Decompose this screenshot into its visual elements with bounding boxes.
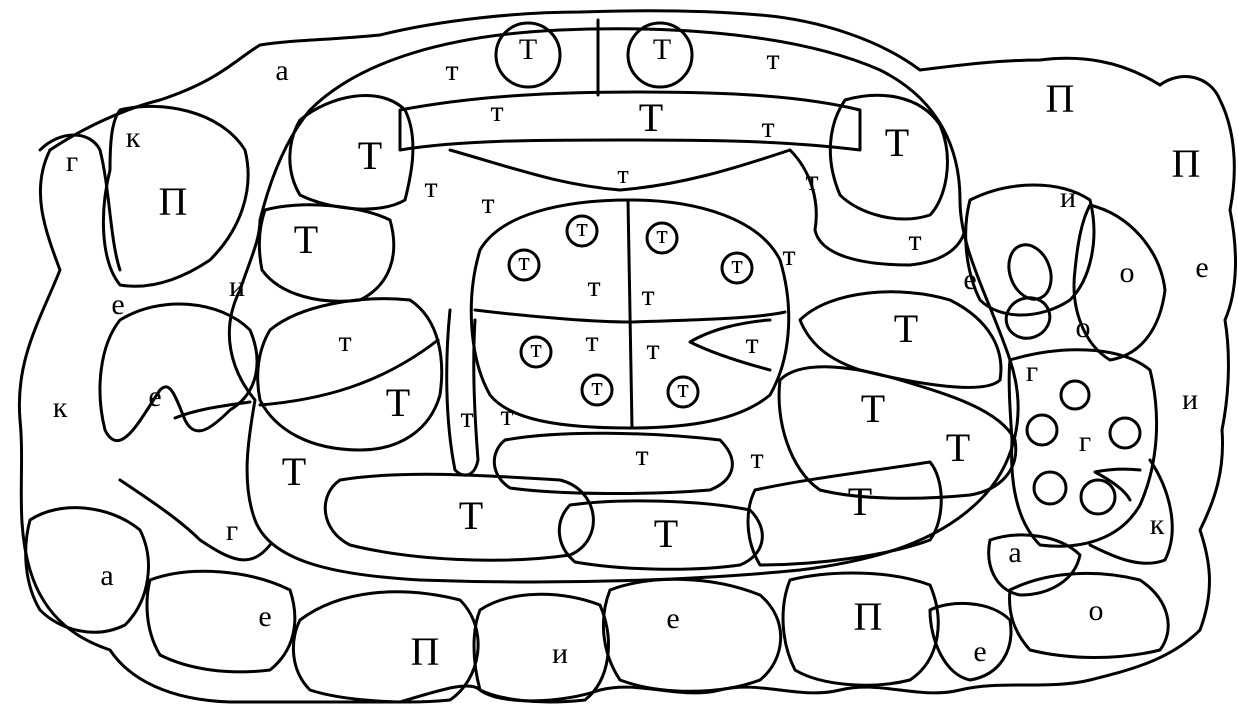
label-t-r3: т xyxy=(908,224,921,257)
label-g-left: г xyxy=(66,145,78,178)
label-a-lower-right: а xyxy=(1008,536,1021,569)
label-o-mid-right: о xyxy=(1076,311,1091,344)
label-tp2: т xyxy=(641,279,654,312)
label-tt1: т xyxy=(460,401,473,434)
left-spine xyxy=(447,310,478,475)
label-e-inner-left: е xyxy=(148,380,161,413)
label-e-left-1: е xyxy=(111,288,124,321)
label-t-r1: т xyxy=(805,164,818,197)
label-T-right-mid: Т xyxy=(861,386,885,431)
ring-circle-4 xyxy=(1034,472,1066,504)
label-T-band: Т xyxy=(639,95,663,140)
label-t-l2: т xyxy=(481,187,494,220)
label-i-bottom: и xyxy=(552,637,568,670)
label-T-right-low: Т xyxy=(946,425,970,470)
label-tc7: т xyxy=(677,374,688,403)
label-i-right: и xyxy=(1060,181,1076,214)
label-t-l1: т xyxy=(424,171,437,204)
label-T-lower-left: Т xyxy=(282,449,306,494)
label-t-center-top: т xyxy=(617,160,628,189)
label-i-left: и xyxy=(229,270,245,303)
label-tp5: т xyxy=(745,327,758,360)
outer-loop-bottom xyxy=(400,630,1200,702)
label-tp3: т xyxy=(585,325,598,358)
label-e-far-right: е xyxy=(1195,251,1208,284)
label-T-left-upper: Т xyxy=(358,133,382,178)
lower-bar xyxy=(494,433,732,493)
label-T-lower-right: Т xyxy=(848,479,872,524)
label-t-top-2: т xyxy=(766,43,779,76)
top-band xyxy=(400,92,860,150)
label-T-lower-mid: Т xyxy=(459,493,483,538)
left-e-lobe xyxy=(100,304,257,441)
label-g-lower-left: г xyxy=(226,514,238,547)
bottom-e-left xyxy=(147,571,295,672)
label-o-right: о xyxy=(1120,256,1135,289)
left-e-hook xyxy=(175,402,250,418)
label-tc1: т xyxy=(576,213,587,242)
label-k-lower-right: к xyxy=(1150,508,1165,541)
bottom-p-lobe xyxy=(293,592,478,702)
label-g-mid-right: г xyxy=(1026,355,1038,388)
label-a-top: а xyxy=(275,54,288,87)
region-outlines xyxy=(26,20,1173,702)
bottom-i-lobe xyxy=(474,594,608,702)
ring-circle-3 xyxy=(1110,418,1140,448)
left-lower-lobe xyxy=(259,205,393,301)
label-o-bottom: о xyxy=(1089,594,1104,627)
label-tc3: т xyxy=(518,247,529,276)
outer-loop-top xyxy=(50,11,1160,150)
label-T-lower-center: Т xyxy=(654,511,678,556)
label-g-circles: г xyxy=(1079,425,1091,458)
label-a-lower-left: а xyxy=(100,559,113,592)
label-T-circle-2: Т xyxy=(653,33,671,66)
label-e-bottom-3: е xyxy=(973,635,986,668)
left-a-lobe xyxy=(26,508,149,633)
label-tc2: т xyxy=(656,220,667,249)
label-P-left: П xyxy=(159,179,188,224)
right-a-lobe xyxy=(989,535,1080,595)
ring-circle-1 xyxy=(1061,381,1089,409)
label-k-left: к xyxy=(126,121,141,154)
label-t-r2: т xyxy=(782,239,795,272)
right-circles-hook xyxy=(1095,469,1140,500)
label-tc5: т xyxy=(530,334,541,363)
label-k-far-left: к xyxy=(53,391,68,424)
label-t-lower-bar: т xyxy=(635,439,648,472)
label-t-band-1: т xyxy=(490,95,503,128)
label-tp1: т xyxy=(587,270,600,303)
label-t-top-1: т xyxy=(445,54,458,87)
right-e-coil-1 xyxy=(1002,239,1059,305)
label-tc6: т xyxy=(591,372,602,401)
label-T-left-lower: Т xyxy=(294,217,318,262)
label-e-bottom-2: е xyxy=(666,602,679,635)
label-P-top-right: П xyxy=(1046,76,1075,121)
label-t-lower-right: т xyxy=(750,442,763,475)
label-T-circle-1: Т xyxy=(519,33,537,66)
label-i-far-right: и xyxy=(1182,383,1198,416)
label-tp4: т xyxy=(646,333,659,366)
label-t-mid-left: т xyxy=(338,325,351,358)
label-e-bottom-1: е xyxy=(258,600,271,633)
lower-sausage-right xyxy=(748,462,941,565)
left-upper-lobe xyxy=(290,96,413,210)
label-P-bottom: П xyxy=(411,629,440,674)
label-P-right-1: П xyxy=(1172,141,1201,186)
right-e-coil-2 xyxy=(1000,292,1055,345)
label-e-right-1: е xyxy=(963,263,976,296)
core-vertical xyxy=(628,200,632,428)
label-tt2: т xyxy=(500,399,513,432)
ring-circle-5 xyxy=(1081,480,1115,514)
label-T-right-upper: Т xyxy=(885,120,909,165)
bottom-e-lobe xyxy=(603,579,780,691)
right-e-bottom xyxy=(930,603,1011,680)
label-T-mid-right: Т xyxy=(894,306,918,351)
label-P-bottom-right: П xyxy=(854,594,883,639)
label-T-mid-left: Т xyxy=(386,380,410,425)
left-mid-lobe xyxy=(258,299,442,450)
label-t-band-2: т xyxy=(761,111,774,144)
label-tc4: т xyxy=(731,250,742,279)
ring-circle-2 xyxy=(1027,415,1057,445)
